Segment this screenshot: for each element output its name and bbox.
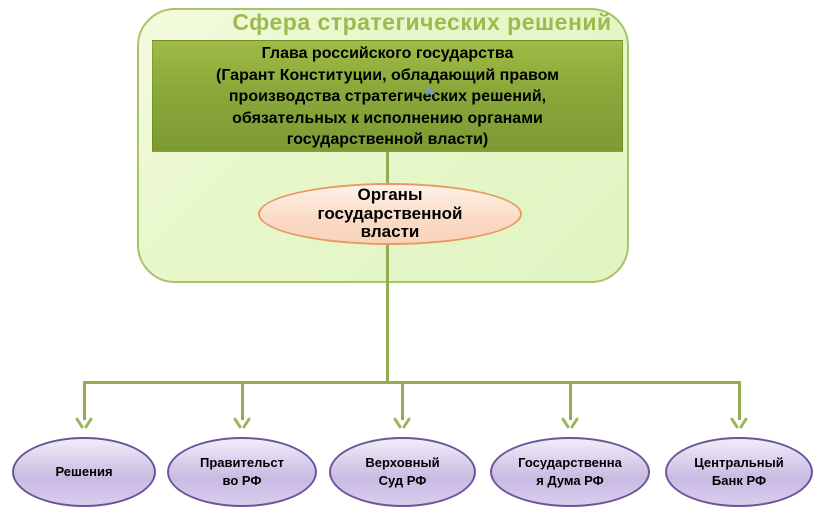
arrow-down-icon [76,417,92,429]
arrow-down-icon [731,417,747,429]
connector-main-vertical [386,152,389,382]
connector-stem-3 [401,382,404,420]
diagram-title: Сфера стратегических решений [232,9,612,35]
arrow-down-icon [562,417,578,429]
state-authorities-ellipse: Органы государственной власти [258,183,522,245]
node-resheniya: Решения [12,437,156,507]
connector-stem-2 [241,382,244,420]
arrow-down-icon [394,417,410,429]
node-gosudarstvennaya-duma-rf: Государственна я Дума РФ [490,437,650,507]
connector-stem-5 [738,382,741,420]
arrow-down-icon [234,417,250,429]
connector-stem-1 [83,382,86,420]
node-verkhovny-sud-rf: Верховный Суд РФ [329,437,476,507]
node-pravitelstvo-rf: Правительст во РФ [167,437,317,507]
connector-horizontal [83,381,741,384]
node-tsentralny-bank-rf: Центральный Банк РФ [665,437,813,507]
connector-stem-4 [569,382,572,420]
head-of-state-box: Глава российского государства (Гарант Ко… [152,40,623,152]
